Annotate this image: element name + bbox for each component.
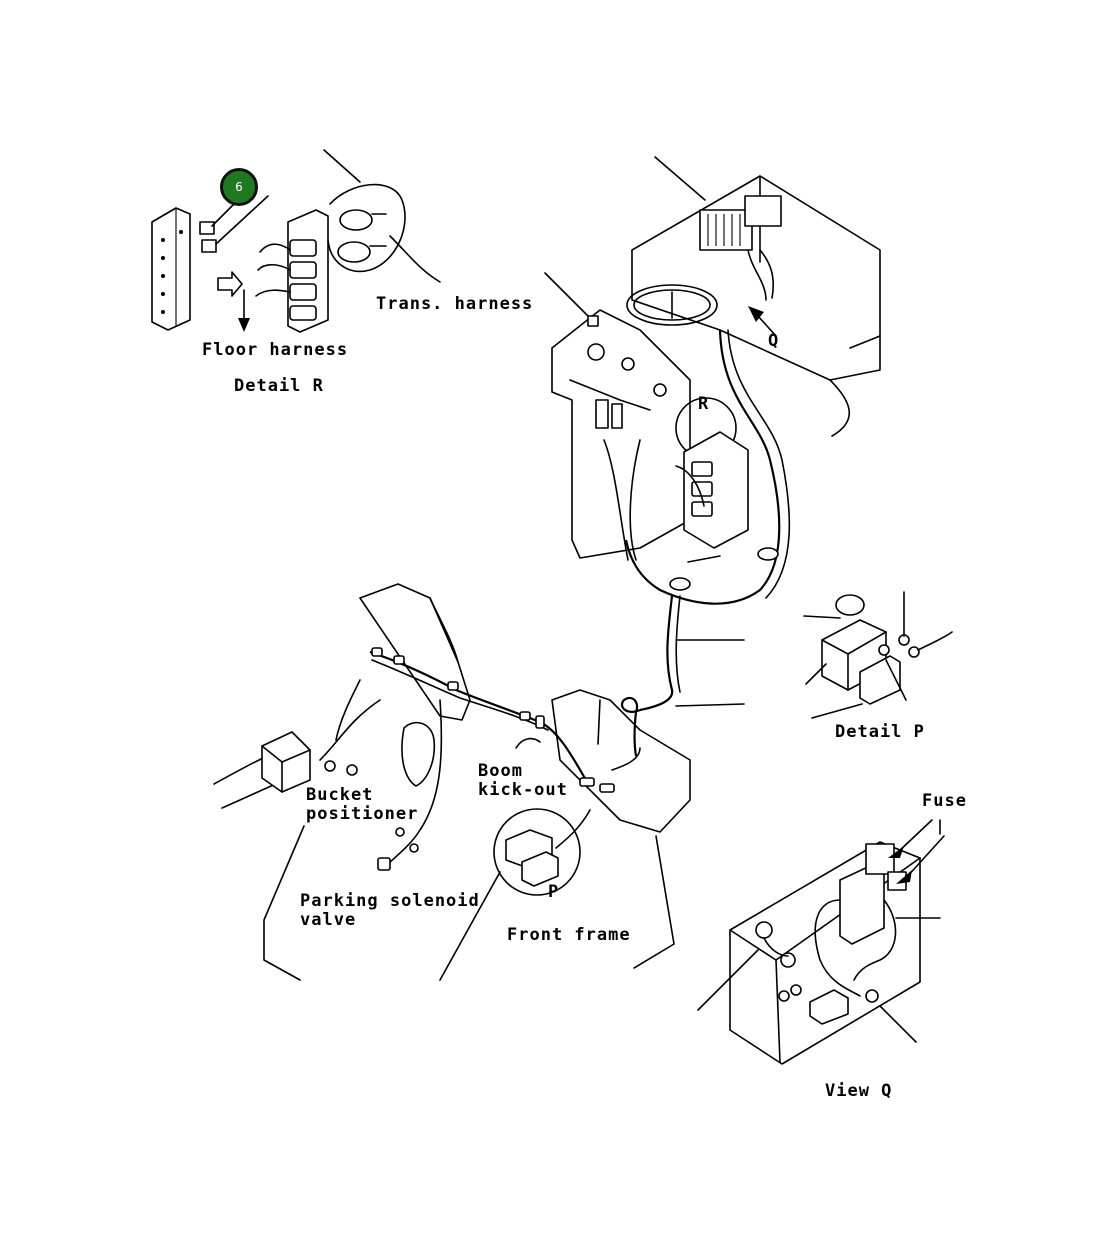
fuse-label: Fuse (922, 791, 967, 811)
q-callout-label: Q (768, 331, 780, 351)
view-q-label: View Q (825, 1081, 893, 1101)
detail-p-illustration (803, 591, 953, 719)
boom-kickout-label: Boom kick-out (478, 761, 568, 800)
front-frame-illustration (213, 583, 691, 981)
parking-solenoid-valve-label: Parking solenoid valve (300, 891, 480, 930)
detail-r-illustration (151, 149, 441, 333)
detail-p-label: Detail P (835, 722, 925, 742)
detail-r-label: Detail R (234, 376, 324, 396)
cab-dashboard-illustration (544, 156, 881, 605)
callout-marker-6[interactable]: 6 (220, 168, 258, 206)
p-callout-label: P (548, 882, 560, 902)
harness-run (639, 595, 745, 712)
r-callout-label: R (698, 394, 710, 414)
trans-harness-label: Trans. harness (376, 294, 534, 314)
bucket-positioner-label: Bucket positioner (306, 785, 419, 824)
view-q-illustration (697, 819, 945, 1065)
front-frame-label: Front frame (507, 925, 631, 945)
floor-harness-label: Floor harness (202, 340, 349, 360)
